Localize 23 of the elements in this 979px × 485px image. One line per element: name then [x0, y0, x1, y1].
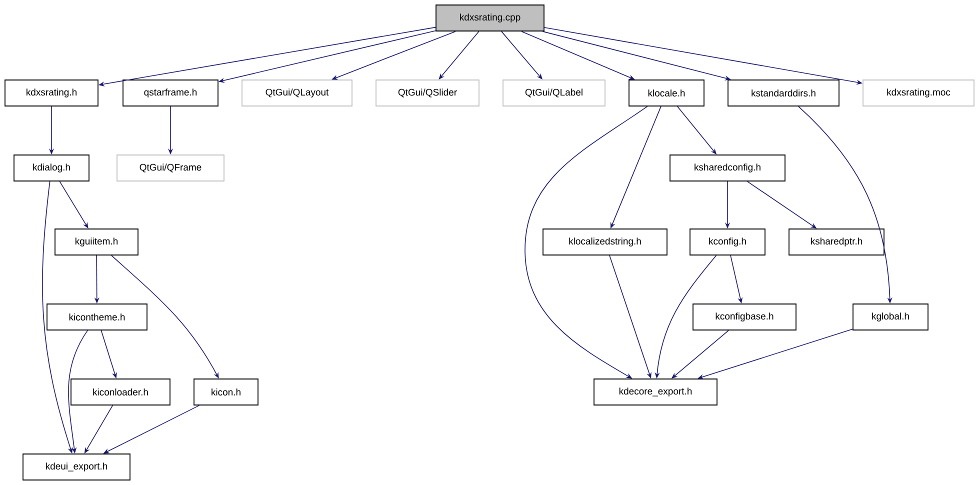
header-file-box: kconfigbase.h — [692, 304, 796, 330]
header-file-box: klocale.h — [628, 80, 704, 106]
source-file-box: kdxsrating.cpp — [436, 4, 544, 32]
header-file-box: klocalizedstring.h — [542, 228, 668, 256]
header-file-box: kguiitem.h — [54, 228, 138, 256]
header-file-box: kdialog.h — [14, 154, 90, 182]
header-file-box: ksharedptr.h — [788, 228, 884, 256]
header-file-box: kicontheme.h — [46, 304, 148, 330]
header-file-box: kdecore_export.h — [594, 378, 718, 406]
header-file-box: kglobal.h — [852, 304, 928, 330]
external-header-box: QtGui/QSlider — [376, 80, 480, 106]
external-header-box: QtGui/QLabel — [502, 80, 606, 106]
external-header-box: QtGui/QLayout — [242, 80, 352, 106]
header-file-box: kdeui_export.h — [22, 454, 130, 480]
header-file-box: kstandarddirs.h — [728, 80, 840, 106]
header-file-box: kdxsrating.h — [4, 80, 98, 106]
header-file-box: ksharedconfig.h — [670, 154, 786, 182]
header-file-box: kiconloader.h — [70, 378, 170, 406]
header-file-box: qstarframe.h — [122, 80, 218, 106]
header-file-box: kicon.h — [194, 378, 258, 406]
external-header-box: kdxsrating.moc — [862, 80, 974, 106]
header-file-box: kconfig.h — [690, 228, 766, 256]
external-header-box: QtGui/QFrame — [116, 154, 224, 182]
